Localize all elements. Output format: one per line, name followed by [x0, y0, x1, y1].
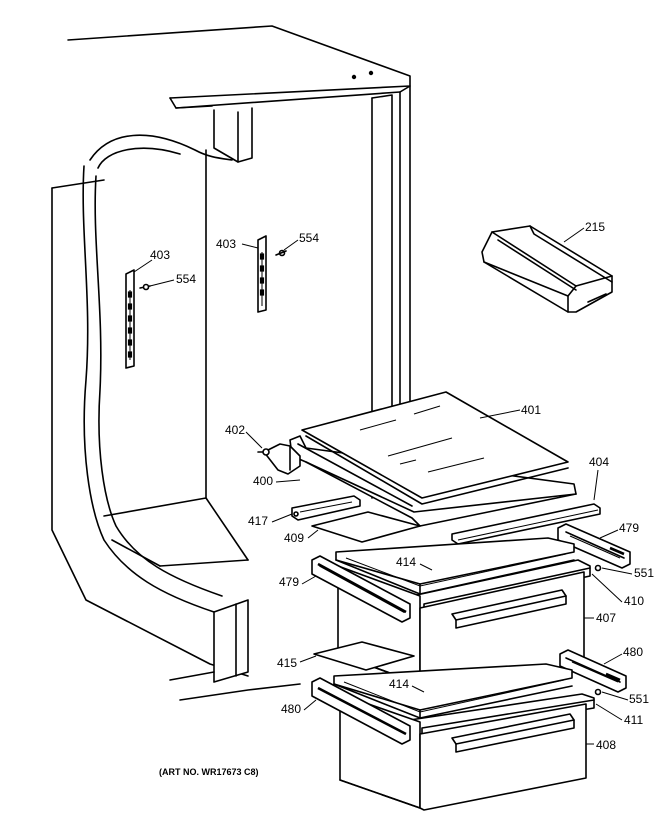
slide-rail-479-left — [311, 555, 411, 623]
callout-c411: 411 — [624, 713, 643, 727]
callout-c410: 410 — [624, 594, 644, 608]
callout-c554b: 554 — [299, 231, 319, 245]
glass-shelf-assembly — [257, 391, 577, 527]
callout-c479a: 479 — [619, 521, 639, 535]
callout-c554a: 554 — [176, 272, 196, 286]
screw-551-lower — [594, 688, 602, 696]
callout-c551a: 551 — [634, 566, 654, 580]
callout-c480a: 480 — [623, 645, 643, 659]
callout-c409: 409 — [284, 531, 304, 545]
shelf-ladder-right — [257, 235, 287, 313]
callout-c215: 215 — [585, 220, 605, 234]
leader-lines — [133, 227, 633, 745]
slide-rail-480-left — [311, 677, 411, 745]
callout-c404: 404 — [589, 455, 609, 469]
callout-c414b: 414 — [389, 677, 409, 691]
callout-c408: 408 — [596, 738, 616, 752]
callout-c403b: 403 — [216, 237, 236, 251]
crisper-cover-409 — [311, 511, 421, 543]
screw-551-upper — [594, 564, 602, 572]
callout-c407: 407 — [596, 611, 616, 625]
rear-rail-417 — [291, 495, 361, 521]
refrigerator-cabinet — [51, 25, 411, 701]
callout-c480b: 480 — [281, 702, 301, 716]
slide-rail-480-right — [559, 649, 627, 693]
callout-c417: 417 — [248, 514, 268, 528]
callout-c551b: 551 — [629, 692, 649, 706]
callout-c479b: 479 — [279, 575, 299, 589]
callout-c415: 415 — [277, 656, 297, 670]
art-number: (ART NO. WR17673 C8) — [159, 767, 259, 777]
callout-c402: 402 — [225, 423, 245, 437]
callout-labels: 215 403 554 403 554 401 402 404 400 417 479 409 414 5… — [150, 220, 654, 752]
shelf-ladder-left — [125, 269, 151, 369]
callout-c401: 401 — [521, 403, 541, 417]
callout-c400: 400 — [253, 474, 273, 488]
callout-c414a: 414 — [396, 555, 416, 569]
callout-c403a: 403 — [150, 248, 170, 262]
lower-crisper-drawer-408 — [333, 663, 595, 811]
front-trim-404 — [451, 503, 601, 545]
crisper-cover-415 — [313, 641, 415, 671]
door-bin-215 — [481, 225, 613, 313]
